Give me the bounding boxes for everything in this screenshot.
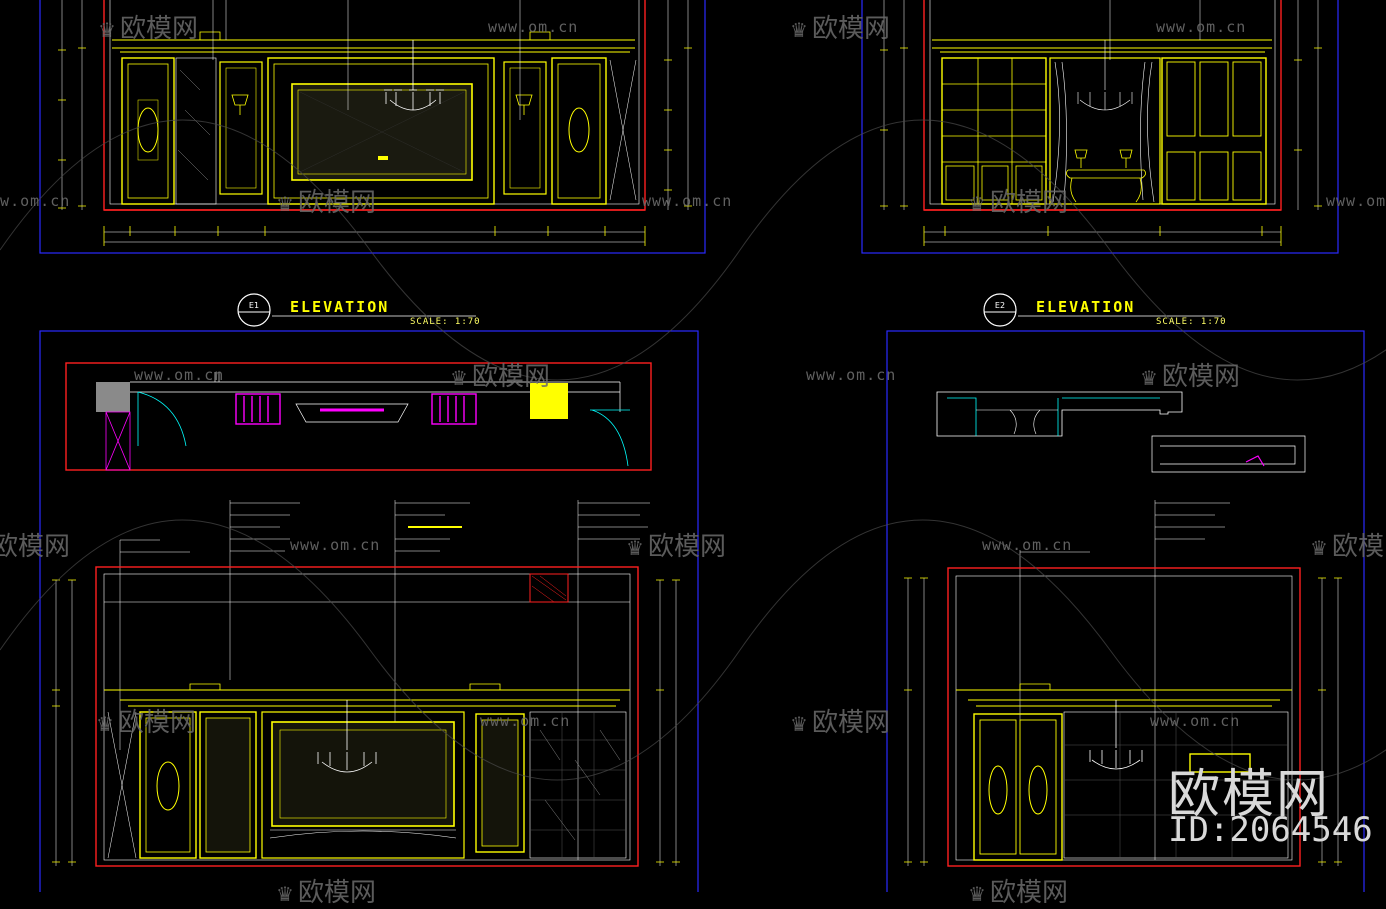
- crown-logo-icon: ♛: [1140, 366, 1158, 390]
- watermark-arcs: [0, 119, 1386, 781]
- chandelier-icon: [384, 40, 444, 111]
- watermark-url: www.om.cn: [642, 192, 733, 210]
- watermark-logo: ♛欧模网: [968, 872, 1068, 909]
- watermark-logo: ♛欧模网: [276, 872, 376, 909]
- watermark-logo: ♛欧模网: [98, 8, 198, 45]
- watermark-url: www.om.cn: [134, 366, 225, 384]
- watermark-logo: ♛欧模网: [968, 182, 1068, 219]
- watermark-url: www.om.cn: [1150, 712, 1241, 730]
- e1-tag-label: E1: [248, 301, 260, 310]
- watermark-logo-text: 欧模网: [297, 878, 376, 908]
- lamp-icon: [1066, 149, 1146, 203]
- watermark-url: www.om.cn: [1326, 192, 1386, 210]
- watermark-logo: ♛欧模网: [1310, 526, 1386, 563]
- watermark-logo-text: 欧模网: [647, 532, 726, 562]
- big-watermark-name: 欧模网: [1168, 765, 1331, 825]
- watermark-url: www.om.cn: [290, 536, 381, 554]
- watermark-logo: ♛欧模网: [626, 526, 726, 563]
- e2-scale: SCALE: 1:70: [1156, 317, 1227, 327]
- crown-logo-icon: ♛: [790, 712, 808, 736]
- watermark-logo-text: 欧模网: [117, 708, 196, 738]
- crown-logo-icon: ♛: [1310, 536, 1328, 560]
- watermark-logo: ♛欧模网: [96, 702, 196, 739]
- watermark-logo-text: 欧模网: [989, 878, 1068, 908]
- top-right-elevation: [861, 0, 1339, 254]
- watermark-url: www.om.cn: [1156, 18, 1247, 36]
- watermark-logo: ♛欧模网: [1140, 356, 1240, 393]
- crown-logo-icon: ♛: [968, 882, 986, 906]
- watermark-url: www.om.cn: [982, 536, 1073, 554]
- big-watermark-id: ID:2064546: [1168, 810, 1373, 850]
- e1-scale: SCALE: 1:70: [410, 317, 481, 327]
- crown-logo-icon: ♛: [626, 536, 644, 560]
- e2-tag-label: E2: [994, 301, 1006, 310]
- watermark-logo-text: 欧模网: [989, 188, 1068, 218]
- watermark-logo-text: 欧模网: [811, 708, 890, 738]
- e1-title: ELEVATION: [290, 298, 390, 316]
- watermark-logo: 欧模网: [0, 526, 70, 563]
- crown-logo-icon: ♛: [968, 192, 986, 216]
- bottom-right-elevation: [886, 330, 1365, 892]
- crown-logo-icon: ♛: [790, 18, 808, 42]
- e2-title: ELEVATION: [1036, 298, 1136, 316]
- watermark-logo-text: 欧模网: [1331, 532, 1386, 562]
- watermark-url: www.om.cn: [488, 18, 579, 36]
- watermark-logo-text: 欧模网: [0, 532, 71, 562]
- watermark-url: www.om.cn: [806, 366, 897, 384]
- watermark-logo: ♛欧模网: [790, 8, 890, 45]
- watermark-logo-text: 欧模网: [119, 14, 198, 44]
- crown-logo-icon: ♛: [450, 366, 468, 390]
- crown-logo-icon: ♛: [98, 18, 116, 42]
- crown-logo-icon: ♛: [96, 712, 114, 736]
- watermark-logo-text: 欧模网: [1161, 362, 1240, 392]
- crown-logo-icon: ♛: [276, 882, 294, 906]
- watermark-logo-text: 欧模网: [297, 188, 376, 218]
- watermark-url: www.om.cn: [480, 712, 571, 730]
- watermark-logo-text: 欧模网: [811, 14, 890, 44]
- watermark-url: www.om.cn: [0, 192, 71, 210]
- watermark-logo: ♛欧模网: [790, 702, 890, 739]
- e2-tag-icon: [983, 293, 1222, 327]
- watermark-logo: ♛欧模网: [450, 356, 550, 393]
- watermark-logo-text: 欧模网: [471, 362, 550, 392]
- e1-tag-icon: [237, 293, 476, 327]
- watermark-logo: ♛欧模网: [276, 182, 376, 219]
- bottom-left-elevation: [39, 330, 699, 892]
- crown-logo-icon: ♛: [276, 192, 294, 216]
